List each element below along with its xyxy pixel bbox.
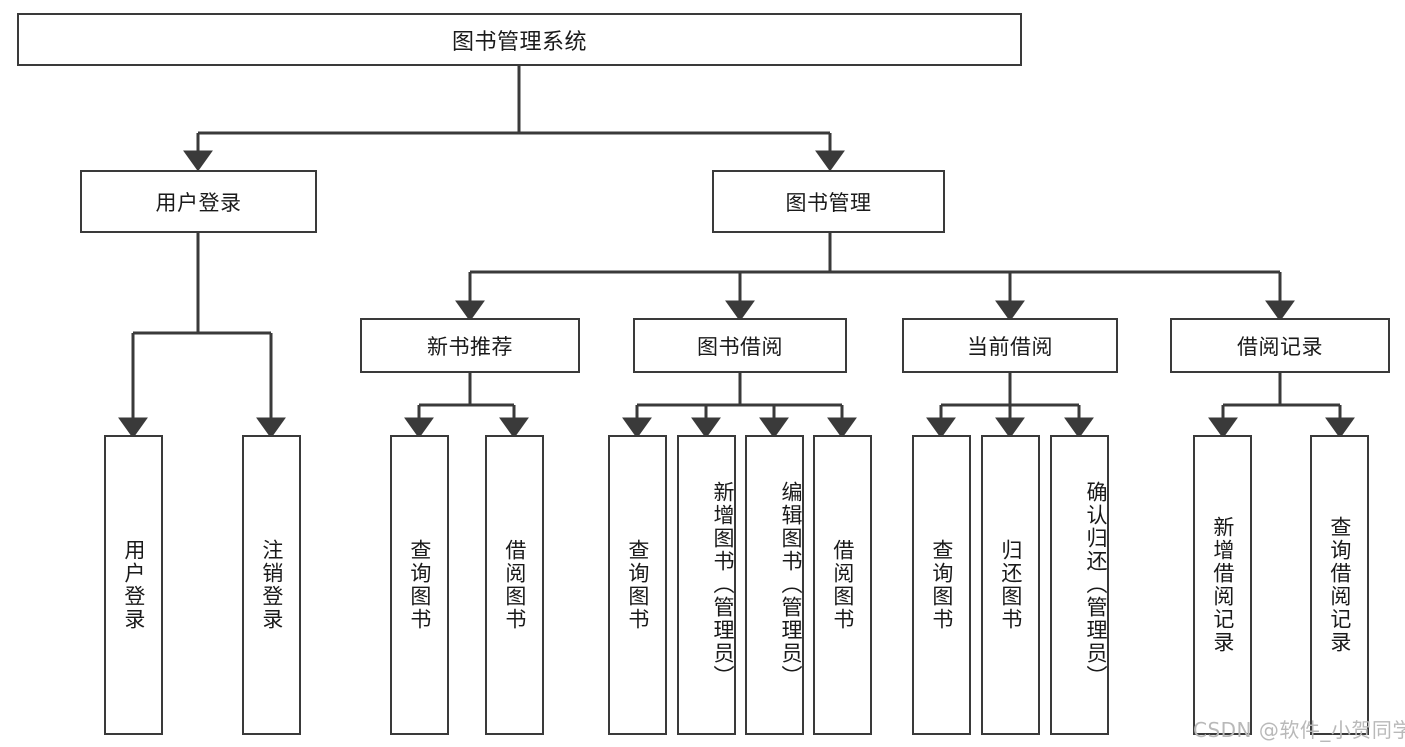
leaf-borrow-add-book-admin[interactable]: 新增图书（管理员） [677, 435, 736, 735]
leaf-borrow-edit-book-admin[interactable]: 编辑图书（管理员） [745, 435, 804, 735]
node-borrow-records[interactable]: 借阅记录 [1170, 318, 1390, 373]
node-new-book-recommend[interactable]: 新书推荐 [360, 318, 580, 373]
leaf-recommend-query-book[interactable]: 查询图书 [390, 435, 449, 735]
leaf-user-login-logout[interactable]: 注销登录 [242, 435, 301, 735]
node-root-system[interactable]: 图书管理系统 [17, 13, 1022, 66]
leaf-records-query-record[interactable]: 查询借阅记录 [1310, 435, 1369, 735]
leaf-user-login-login[interactable]: 用户登录 [104, 435, 163, 735]
node-current-borrow[interactable]: 当前借阅 [902, 318, 1118, 373]
leaf-current-confirm-return-admin[interactable]: 确认归还（管理员） [1050, 435, 1109, 735]
node-user-login[interactable]: 用户登录 [80, 170, 317, 233]
node-book-borrow[interactable]: 图书借阅 [633, 318, 847, 373]
csdn-watermark: CSDN @软件_小贺同学 [1193, 718, 1405, 742]
node-book-management[interactable]: 图书管理 [712, 170, 945, 233]
leaf-borrow-borrow-book[interactable]: 借阅图书 [813, 435, 872, 735]
leaf-records-add-record[interactable]: 新增借阅记录 [1193, 435, 1252, 735]
leaf-current-return-book[interactable]: 归还图书 [981, 435, 1040, 735]
leaf-recommend-borrow-book[interactable]: 借阅图书 [485, 435, 544, 735]
leaf-borrow-query-book[interactable]: 查询图书 [608, 435, 667, 735]
leaf-current-query-book[interactable]: 查询图书 [912, 435, 971, 735]
